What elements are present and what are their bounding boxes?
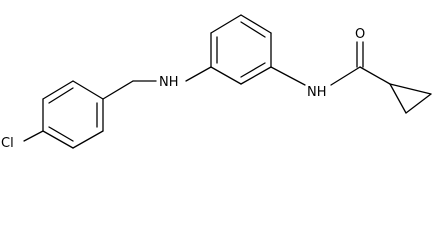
chlorophenyl-ring xyxy=(42,80,104,149)
bond-ring2-c xyxy=(240,14,272,34)
bond-ring2-f xyxy=(210,66,242,85)
bond-ring1-f-double xyxy=(48,126,74,142)
bond-cp-b xyxy=(405,93,432,114)
bond-ring1-e xyxy=(72,130,104,149)
atom-label-cl: Cl xyxy=(1,136,14,151)
bond-ring1-c xyxy=(72,80,104,100)
bond-nh-carbonyl xyxy=(330,66,361,86)
bond-ring1-b xyxy=(42,80,74,100)
bond-cp-a xyxy=(389,83,407,114)
cyclopropane-ring xyxy=(389,83,432,114)
bond-ring1-b-double xyxy=(48,87,74,104)
structure-canvas: Cl NH NH O xyxy=(1,14,432,151)
bond-ring2-b xyxy=(210,14,242,34)
atom-label-carbonyl-o: O xyxy=(355,27,365,42)
chemical-structure-diagram: Cl NH NH O xyxy=(1,14,432,151)
bond-cp-c xyxy=(389,83,432,95)
bond-nh-ring2 xyxy=(185,66,212,82)
bond-ring1-f xyxy=(42,130,74,149)
bond-carbonyl-cyclopropyl xyxy=(359,66,391,85)
atom-label-amide-nh: NH xyxy=(307,85,327,100)
central-benzene-ring xyxy=(210,14,272,85)
bond-ring2-amide-nh xyxy=(270,66,306,86)
atom-label-amine-nh: NH xyxy=(159,75,179,90)
bond-ring2-e-double xyxy=(240,62,266,78)
bond-ring1-ch2 xyxy=(102,80,134,100)
bond-c-cl xyxy=(23,130,44,142)
bond-ring2-e xyxy=(240,66,272,85)
bond-ring2-c-double xyxy=(240,21,266,38)
